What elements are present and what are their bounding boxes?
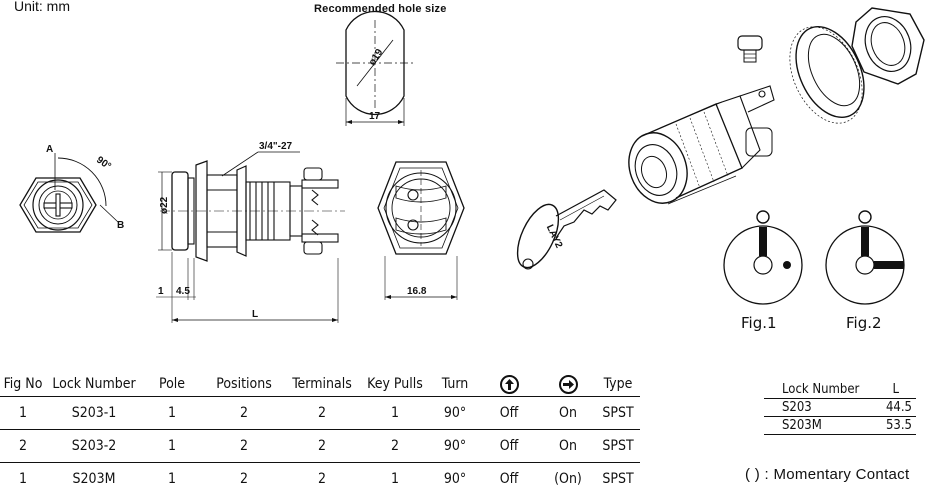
cell-turn: 90° xyxy=(443,471,467,487)
cell-pole: 1 xyxy=(142,429,202,463)
position-b-label: B xyxy=(117,220,124,231)
cell-fig-no: 1 xyxy=(18,471,27,487)
table-row: 1 S203-1 1 2 2 1 90° Off On SPST xyxy=(0,396,640,430)
key-stamp-label: LAY2 xyxy=(544,223,565,250)
cell-l-value: 53.5 xyxy=(879,416,916,435)
cell-lock-number: S203-1 xyxy=(46,396,142,430)
momentary-contact-note: ( ) : Momentary Contact xyxy=(745,466,910,483)
cell-key-pulls: 1 xyxy=(390,471,399,487)
cell-lock-number: S203M xyxy=(72,471,116,487)
header-positions: Positions xyxy=(202,372,286,397)
terminal-width-label: 16.8 xyxy=(407,286,427,297)
cell-fig-no: 2 xyxy=(0,429,46,463)
header-fig-no: Fig No xyxy=(0,372,46,397)
cell-up-state: Off xyxy=(478,396,540,430)
front-view-hex xyxy=(19,153,119,233)
rear-view xyxy=(377,161,465,300)
length-table: Lock Number L S203 44.5 S203M 53.5 xyxy=(764,381,916,435)
cell-positions: 2 xyxy=(202,396,286,430)
header-pole: Pole xyxy=(142,372,202,397)
thread-label: 3/4"-27 xyxy=(259,141,293,152)
cell-terminals: 2 xyxy=(286,396,358,430)
cell-right-state: On xyxy=(540,396,596,430)
position-a-label: A xyxy=(46,144,53,155)
arrow-up-circle-icon xyxy=(499,374,519,394)
body-diameter-label: ø22 xyxy=(159,196,170,214)
cell-up-state: Off xyxy=(499,471,519,487)
length-label: L xyxy=(252,309,258,320)
spec-table: Fig No Lock Number Pole Positions Termin… xyxy=(0,372,640,495)
header-lock-number: Lock Number xyxy=(46,372,142,397)
cell-pole: 1 xyxy=(142,396,202,430)
fig1-label: Fig.1 xyxy=(741,314,777,332)
recommended-hole-drawing xyxy=(336,10,414,126)
exploded-assembly xyxy=(516,7,925,270)
cell-terminals: 2 xyxy=(317,471,326,487)
header-key-pulls: Key Pulls xyxy=(358,372,432,397)
cell-lock-number: S203M xyxy=(764,416,880,435)
dim-1-label: 1 xyxy=(158,286,164,297)
table-row: S203 44.5 xyxy=(764,398,916,417)
cell-type: SPST xyxy=(602,471,634,487)
side-view xyxy=(156,151,345,323)
unit-label: Unit: mm xyxy=(14,0,70,14)
arrow-right-circle-icon xyxy=(558,374,578,394)
cell-turn: 90° xyxy=(432,429,478,463)
header-lock-number: Lock Number xyxy=(764,381,880,399)
cell-type: SPST xyxy=(596,429,640,463)
cell-type: SPST xyxy=(596,396,640,430)
cell-key-pulls: 1 xyxy=(358,396,432,430)
hole-size-title: Recommended hole size xyxy=(314,3,447,15)
cell-lock-number: S203 xyxy=(764,398,880,417)
fig2-diagram xyxy=(825,210,905,305)
cell-up-state: Off xyxy=(478,429,540,463)
table-row: 2 S203-2 1 2 2 2 90° Off On SPST xyxy=(0,429,640,463)
cell-pole: 1 xyxy=(167,471,176,487)
hole-width-label: 17 xyxy=(369,111,381,122)
fig1-diagram xyxy=(723,210,803,305)
cell-turn: 90° xyxy=(432,396,478,430)
header-l: L xyxy=(879,381,916,399)
header-turn: Turn xyxy=(432,372,478,397)
angle-label: 90° xyxy=(94,155,113,173)
fig2-label: Fig.2 xyxy=(846,314,882,332)
cell-lock-number: S203-2 xyxy=(46,429,142,463)
cell-key-pulls: 2 xyxy=(358,429,432,463)
header-type: Type xyxy=(596,372,640,397)
hole-diameter-label: ø19 xyxy=(367,47,386,68)
cell-right-state: On xyxy=(540,429,596,463)
cell-fig-no: 1 xyxy=(0,396,46,430)
dim-4-5-label: 4.5 xyxy=(176,286,190,297)
length-table-header: Lock Number L xyxy=(764,381,916,399)
cell-right-state: (On) xyxy=(554,471,582,487)
cell-positions: 2 xyxy=(239,471,248,487)
spec-table-header: Fig No Lock Number Pole Positions Termin… xyxy=(0,372,640,397)
cell-l-value: 44.5 xyxy=(879,398,916,417)
technical-drawing: ø19 17 A B 90° xyxy=(19,7,925,323)
cell-positions: 2 xyxy=(202,429,286,463)
table-row: S203M 53.5 xyxy=(764,416,916,435)
header-terminals: Terminals xyxy=(286,372,358,397)
cell-terminals: 2 xyxy=(286,429,358,463)
table-row: 1 S203M 1 2 2 1 90° Off (On) SPST xyxy=(0,463,640,496)
